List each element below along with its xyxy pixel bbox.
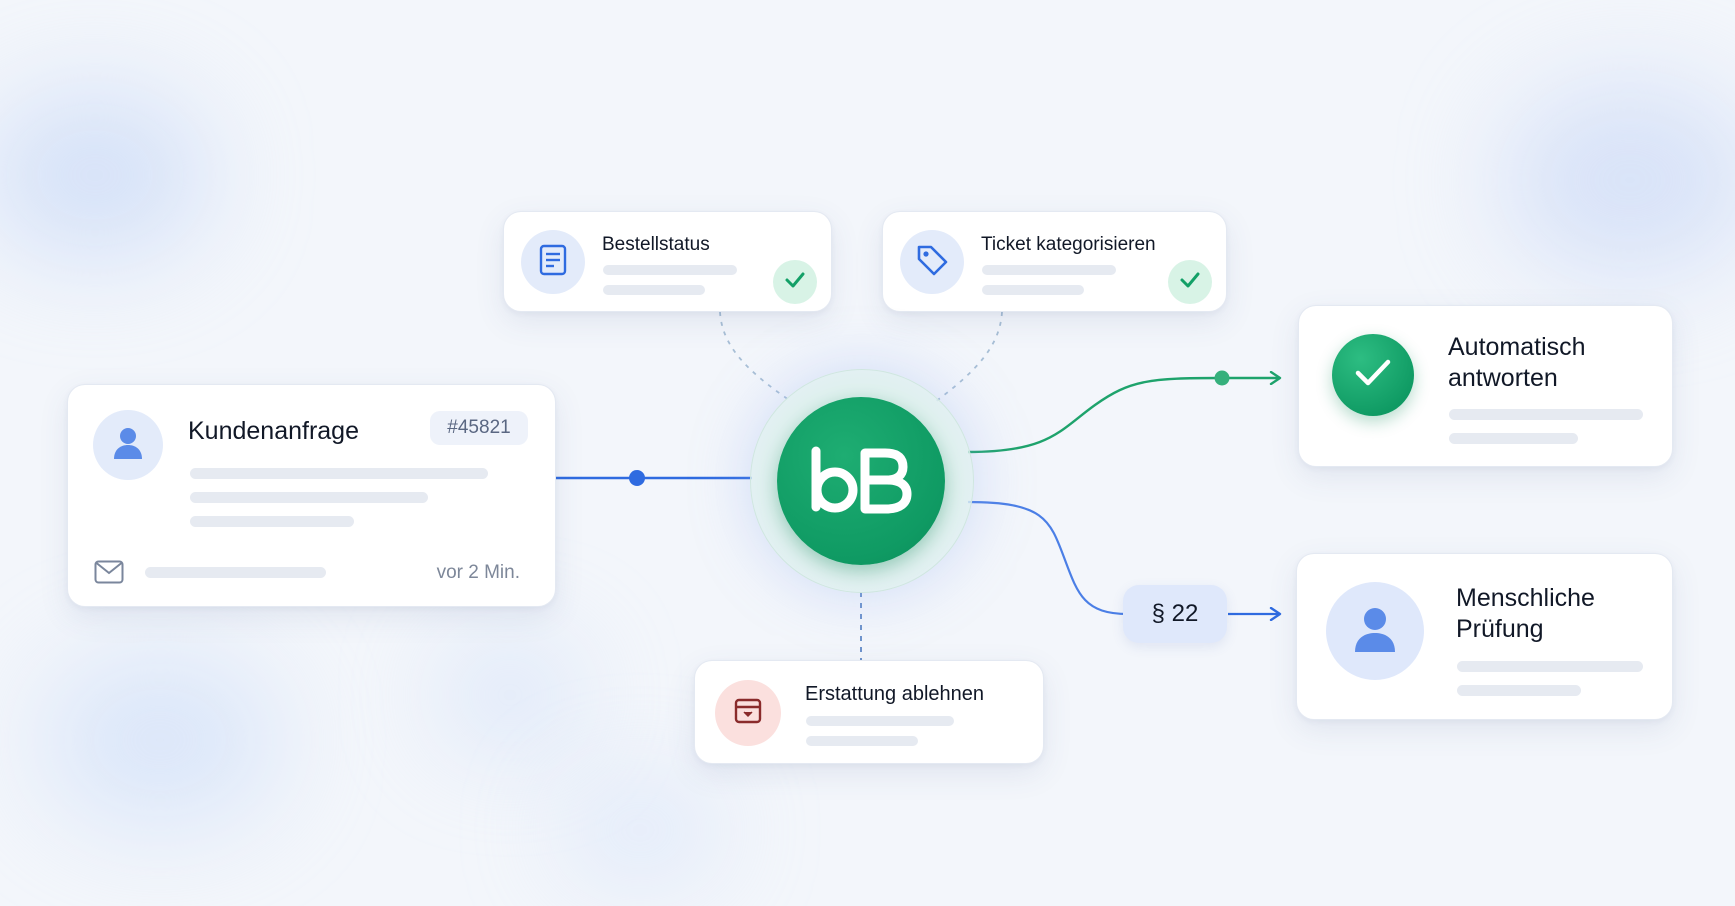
order-status-card[interactable]: Bestellstatus [503,211,832,312]
request-connector-dot [629,470,645,486]
human-review-title-line1: Menschliche [1456,584,1595,612]
content-placeholder-line [603,285,705,295]
reject-icon-circle [715,680,781,746]
content-placeholder-line [982,265,1116,275]
check-icon [1179,271,1201,294]
auto-reply-check-circle [1332,334,1414,416]
content-placeholder-line [1457,685,1581,696]
hub-to-section-line [967,500,1129,616]
customer-request-card[interactable]: Kundenanfrage #45821 vor 2 Min. [67,384,556,607]
content-placeholder-line [1457,661,1643,672]
content-placeholder-line [603,265,737,275]
categorize-check-badge [1168,260,1212,304]
content-placeholder-line [806,736,918,746]
human-review-avatar [1326,582,1424,680]
categorize-dashed-link [934,311,1003,403]
order-status-title: Bestellstatus [602,234,710,255]
reject-title: Erstattung ablehnen [805,683,985,705]
content-placeholder-line [190,468,488,479]
request-title: Kundenanfrage [188,417,359,445]
content-placeholder-line [806,716,954,726]
categorize-icon-circle [900,230,964,294]
order-status-icon-circle [521,230,585,294]
sender-placeholder-line [145,567,326,578]
ticket-id-badge: #45821 [430,411,528,445]
check-icon [1353,357,1393,394]
mail-icon [94,560,124,589]
content-placeholder-line [1449,433,1578,444]
user-icon [1351,604,1399,659]
auto-reply-title-line1: Automatisch [1448,333,1586,361]
auto-reply-title-line2: antworten [1448,364,1558,392]
order-status-check-badge [773,260,817,304]
categorize-ticket-card[interactable]: Ticket kategorisieren [882,211,1227,312]
order-status-dashed-link [719,311,793,403]
document-icon [538,244,568,281]
brand-hub-logo [777,397,945,565]
archive-icon [734,697,762,730]
user-icon [111,425,145,466]
human-review-title-line2: Prüfung [1456,615,1544,643]
auto-reply-card[interactable]: Automatisch antworten [1298,305,1673,467]
tag-icon [915,243,949,282]
content-placeholder-line [190,516,354,527]
content-placeholder-line [1449,409,1643,420]
human-review-card[interactable]: Menschliche Prüfung [1296,553,1673,720]
reject-refund-card[interactable]: Erstattung ablehnen [694,660,1044,764]
request-time: vor 2 Min. [436,562,520,583]
content-placeholder-line [190,492,428,503]
check-icon [784,271,806,294]
categorize-title: Ticket kategorisieren [981,234,1156,255]
bb-logo-icon [811,446,912,514]
content-placeholder-line [982,285,1084,295]
section-badge[interactable]: § 22 [1123,585,1227,643]
auto-reply-connector-dot [1214,370,1230,386]
request-avatar [93,410,163,480]
hub-to-auto-reply-line [967,378,1280,454]
